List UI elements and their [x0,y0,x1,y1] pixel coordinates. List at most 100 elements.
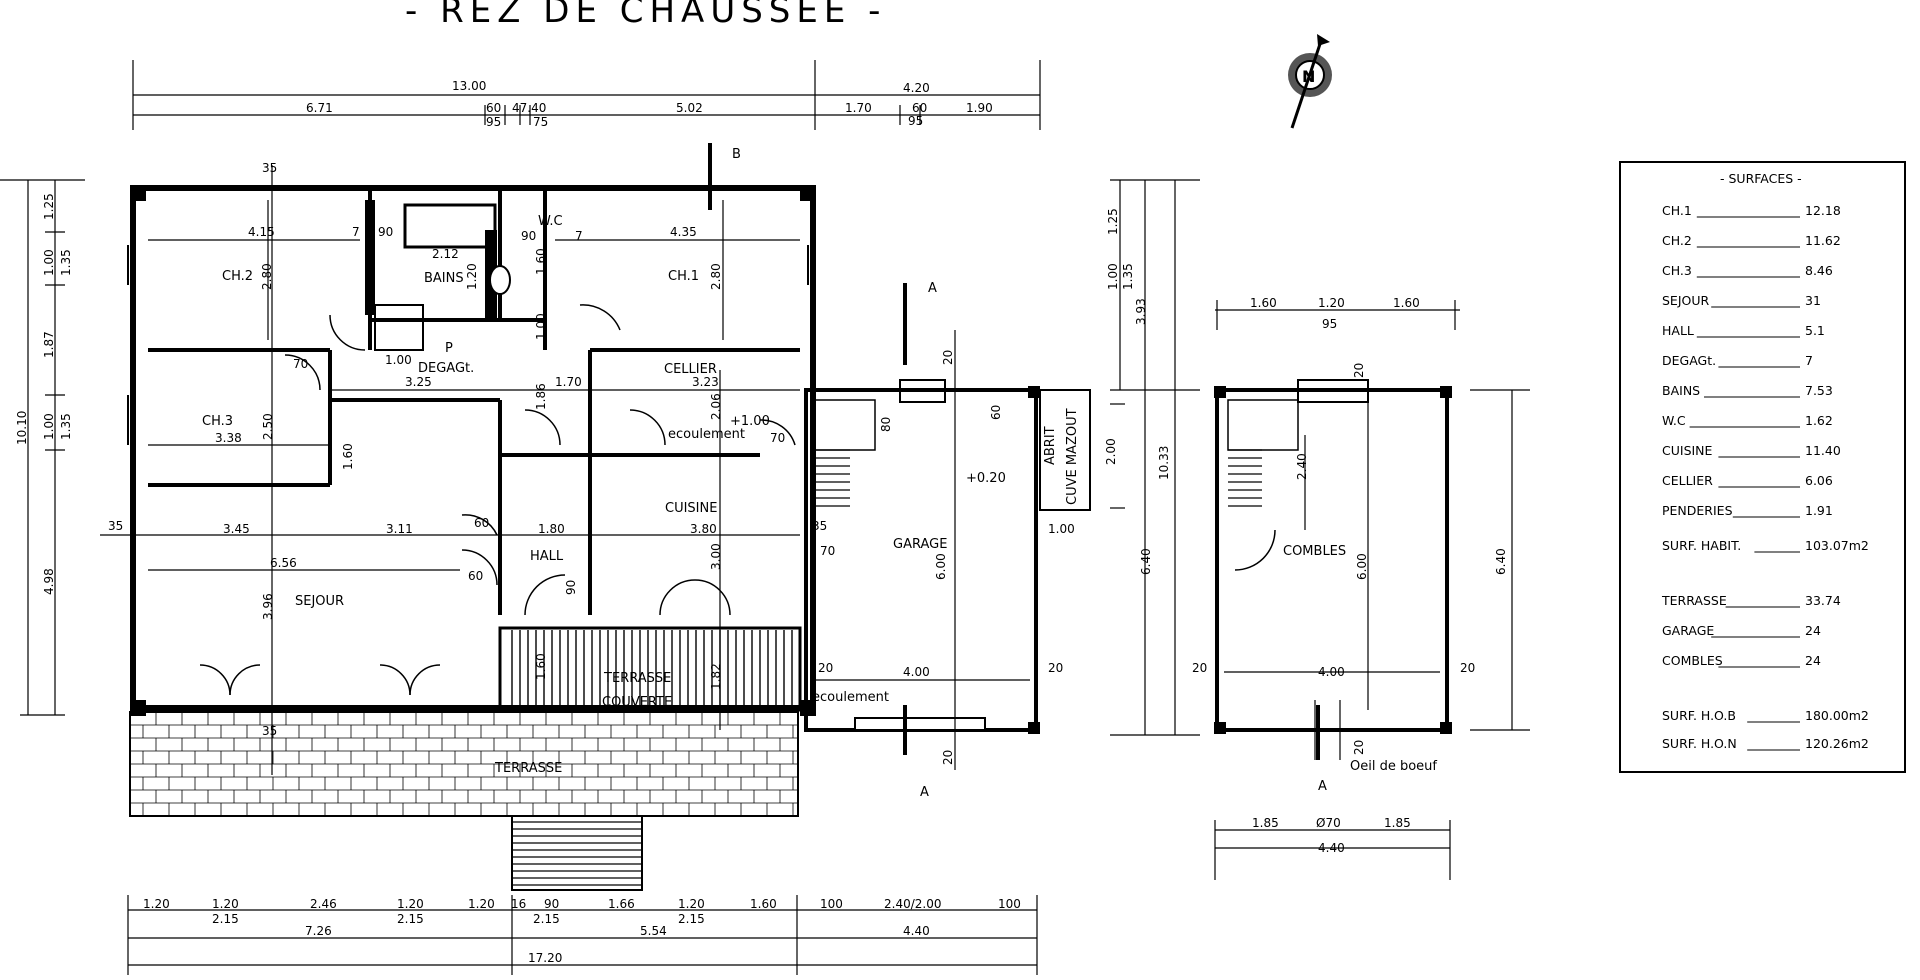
dim-left-a5: 1.00 [42,413,56,440]
surface-value: 8.46 [1805,263,1833,278]
combles-b440: 4.40 [1318,841,1345,855]
combles-b70: Ø70 [1316,816,1341,830]
dim-top-c: 5.02 [676,101,703,115]
surface-label: CH.2 [1662,233,1692,248]
dim-top-e2: 95 [908,114,923,128]
surface-value: 180.00m2 [1805,708,1869,723]
dim-bottom-c3: 4.40 [903,924,930,938]
dim-60a: 60 [474,516,489,530]
covered-terrace [498,626,802,712]
surface-label: SURF. HABIT. [1662,538,1741,553]
dim-212: 2.12 [432,247,459,261]
dim-35b: 35 [262,724,277,738]
dim-160: 1.60 [534,248,548,275]
combles-t1: 1.60 [1250,296,1277,310]
dim-400: 4.00 [903,665,930,679]
dim-left-a6: 1.35 [59,413,73,440]
combles-r640: 6.40 [1494,548,1508,575]
surface-value: 7.53 [1805,383,1833,398]
combles-b185a: 1.85 [1252,816,1279,830]
dim-bottom-a2: 1.20 [212,897,239,911]
dim-100b: 1.00 [534,313,548,340]
p-label: P [445,341,453,356]
dim-ch2-height: 2.80 [260,263,274,290]
dim-left-total: 10.10 [15,411,29,445]
dim-200: 2.00 [1104,438,1118,465]
dim-120: 1.20 [465,263,479,290]
oeil-de-boeuf-label: Oeil de boeuf [1350,759,1437,774]
surface-value: 12.18 [1805,203,1841,218]
dim-bottom-a10: 1.60 [750,897,777,911]
surface-value: 6.06 [1805,473,1833,488]
surface-label: TERRASSE [1661,593,1727,608]
combles-s20b: 20 [1460,661,1475,675]
dim-bottom-a5: 1.20 [468,897,495,911]
dim-top-e: 60 [912,101,927,115]
dim-396: 3.96 [261,593,275,620]
dim-left-a2: 1.00 [42,249,56,276]
dim-206: 2.06 [709,393,723,420]
room-sejour: SEJOUR [295,594,344,609]
dim-60b: 60 [468,569,483,583]
dim-bottom-a3: 2.46 [310,897,337,911]
level-plus-020: +0.20 [966,471,1006,486]
dim-top-right: 4.20 [903,81,930,95]
surface-label: SEJOUR [1662,293,1710,308]
dim-1033: 10.33 [1157,446,1171,480]
surface-label: BAINS [1662,383,1700,398]
dim-100c: 1.00 [1048,522,1075,536]
surface-value: 31 [1805,293,1821,308]
section-mark-a1: A [928,281,937,296]
surface-label: PENDERIES [1662,503,1733,518]
ecoulement-label-2: ecoulement [812,690,889,705]
garage-walls [804,330,1091,770]
room-cuve: CUVE MAZOUT [1065,408,1080,505]
room-abrit: ABRIT [1043,426,1058,465]
ecoulement-label-1: ecoulement [668,427,745,442]
surface-value: 33.74 [1805,593,1841,608]
dim-35c: 35 [108,519,123,533]
dim-ch1-height: 2.80 [709,263,723,290]
interior-dimension-lines [100,165,800,775]
dim-top-b2: 47.40 [512,101,546,115]
combles-t2: 1.20 [1318,296,1345,310]
door-swings [199,304,796,696]
dim-bottom-a13: 100 [998,897,1021,911]
surface-label: HALL [1662,323,1694,338]
surface-value: 120.26m2 [1805,736,1869,751]
surface-value: 11.62 [1805,233,1841,248]
combles-t4: 95 [1322,317,1337,331]
room-cellier: CELLIER [664,362,717,377]
dim-bottom-a9: 1.20 [678,897,705,911]
surface-label: W.C [1662,413,1686,428]
room-degagement: DEGAGt. [418,361,474,376]
dim-656: 6.56 [270,556,297,570]
dim-70b: 70 [770,431,785,445]
dim-bottom-a1: 1.20 [143,897,170,911]
dim-ch2-width: 4.15 [248,225,275,239]
room-hall: HALL [530,549,564,564]
combles-walls [1214,300,1530,880]
surface-label: CELLIER [1662,473,1713,488]
combles-h600: 6.00 [1355,553,1369,580]
dim-bottom-c2: 5.54 [640,924,667,938]
top-dimension-lines [132,60,1041,130]
dim-323: 3.23 [692,375,719,389]
room-ch1: CH.1 [668,269,699,284]
dim-311: 3.11 [386,522,413,536]
dim-182: 1.82 [709,663,723,690]
dim-35a: 35 [262,161,277,175]
dim-70c: 70 [820,544,835,558]
dim-bottom-a6: 16 [511,897,526,911]
north-arrow-icon: N [1288,34,1332,129]
surface-value: 1.62 [1805,413,1833,428]
dim-top-b1: 60 [486,101,501,115]
dim-bottom-a11: 100 [820,897,843,911]
dim-338: 3.38 [215,431,242,445]
room-combles: COMBLES [1283,544,1346,559]
room-wc: W.C [538,214,563,229]
dim-393: 3.93 [1134,298,1148,325]
dim-bottom-a7: 90 [544,897,559,911]
dim-250: 2.50 [261,413,275,440]
combles-h240: 2.40 [1295,453,1309,480]
